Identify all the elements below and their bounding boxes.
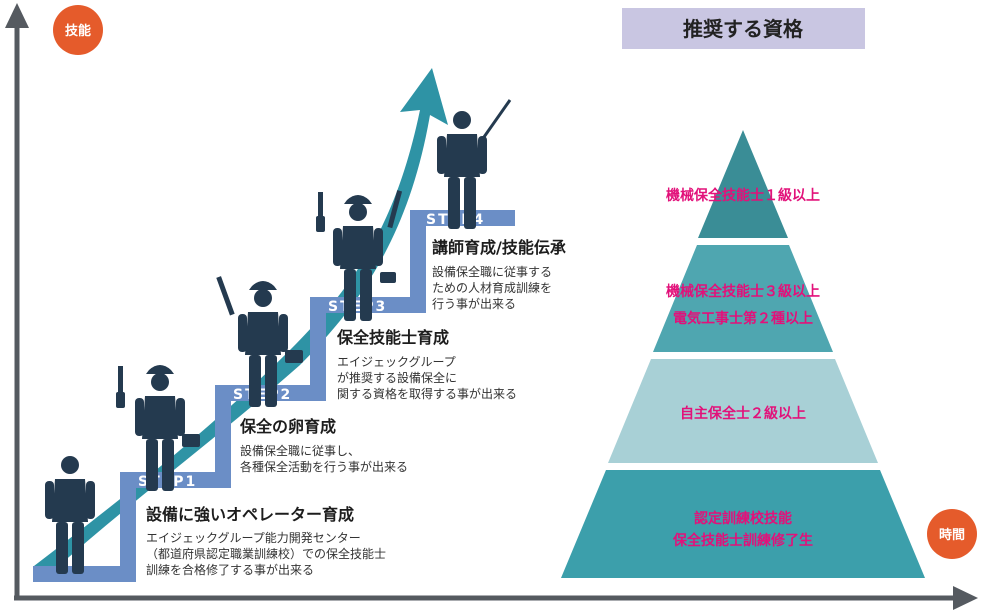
step3-desc-line: 関する資格を取得する事が出来る bbox=[337, 386, 517, 401]
step1-desc-line: エイジェックグループ能力開発センター bbox=[146, 531, 361, 545]
worker-screwdriver-icon bbox=[116, 365, 200, 491]
worker-wrench-icon bbox=[216, 276, 303, 407]
step3-desc-line: が推奨する設備保全に bbox=[337, 370, 457, 385]
pyramid-tier-4-text: 認定訓練校技能 bbox=[694, 510, 792, 527]
instructor-pointer-icon bbox=[437, 99, 512, 229]
step1-text: 設備に強いオペレーター育成 エイジェックグループ能力開発センター （都道府県認定… bbox=[146, 505, 386, 577]
pyramid-tier-2 bbox=[653, 245, 833, 352]
step2-desc-line: 設備保全職に従事し、 bbox=[240, 443, 360, 458]
step2-label: STEP2 bbox=[233, 387, 292, 403]
pyramid-tier-4-text: 保全技能士訓練修了生 bbox=[672, 532, 813, 549]
pyramid-tier-2-text: 機械保全技能士３級以上 bbox=[666, 283, 820, 300]
pyramid-tier-1 bbox=[698, 130, 788, 238]
x-axis-label: 時間 bbox=[939, 527, 965, 543]
step2-heading: 保全の卵育成 bbox=[239, 417, 336, 436]
step1-desc-line: 訓練を合格修了する事が出来る bbox=[146, 562, 314, 577]
step3-desc-line: エイジェックグループ bbox=[337, 355, 456, 369]
pyramid-tier-4 bbox=[561, 470, 925, 578]
pyramid-title-box: 推奨する資格 bbox=[622, 8, 865, 49]
y-axis-arrowhead bbox=[5, 3, 29, 28]
x-axis-arrowhead bbox=[953, 586, 978, 610]
step4-heading: 講師育成/技能伝承 bbox=[432, 238, 566, 257]
step3-label: STEP3 bbox=[328, 299, 387, 315]
step4-desc-line: ための人材育成訓練を bbox=[432, 280, 552, 295]
step1-desc-line: （都道府県認定職業訓練校）での保全技能士 bbox=[146, 546, 386, 561]
pyramid-title: 推奨する資格 bbox=[683, 17, 804, 41]
step3-text: 保全技能士育成 エイジェックグループ が推奨する設備保全に 関する資格を取得する… bbox=[336, 328, 517, 401]
step3-heading: 保全技能士育成 bbox=[336, 328, 449, 347]
pyramid-tier-1-text: 機械保全技能士１級以上 bbox=[666, 187, 820, 204]
x-axis-badge: 時間 bbox=[927, 509, 977, 559]
step1-heading: 設備に強いオペレーター育成 bbox=[146, 505, 354, 524]
step2-desc-line: 各種保全活動を行う事が出来る bbox=[240, 459, 408, 474]
worker-tools-icon bbox=[316, 190, 403, 321]
pyramid: 機械保全技能士１級以上 機械保全技能士３級以上 電気工事士第２種以上 自主保全士… bbox=[561, 130, 925, 578]
step4-text: 講師育成/技能伝承 設備保全職に従事する ための人材育成訓練を 行う事が出来る bbox=[432, 238, 566, 311]
figures bbox=[45, 99, 512, 574]
y-axis-badge: 技能 bbox=[53, 5, 103, 55]
step4-desc-line: 設備保全職に従事する bbox=[432, 264, 552, 279]
axes bbox=[5, 3, 978, 610]
step4-desc-line: 行う事が出来る bbox=[432, 296, 516, 311]
pyramid-tier-3-text: 自主保全士２級以上 bbox=[680, 405, 806, 422]
pyramid-tier-2-text: 電気工事士第２種以上 bbox=[673, 310, 813, 327]
pyramid-tier-3 bbox=[608, 359, 878, 463]
y-axis-label: 技能 bbox=[65, 23, 91, 39]
step2-text: 保全の卵育成 設備保全職に従事し、 各種保全活動を行う事が出来る bbox=[239, 417, 408, 474]
